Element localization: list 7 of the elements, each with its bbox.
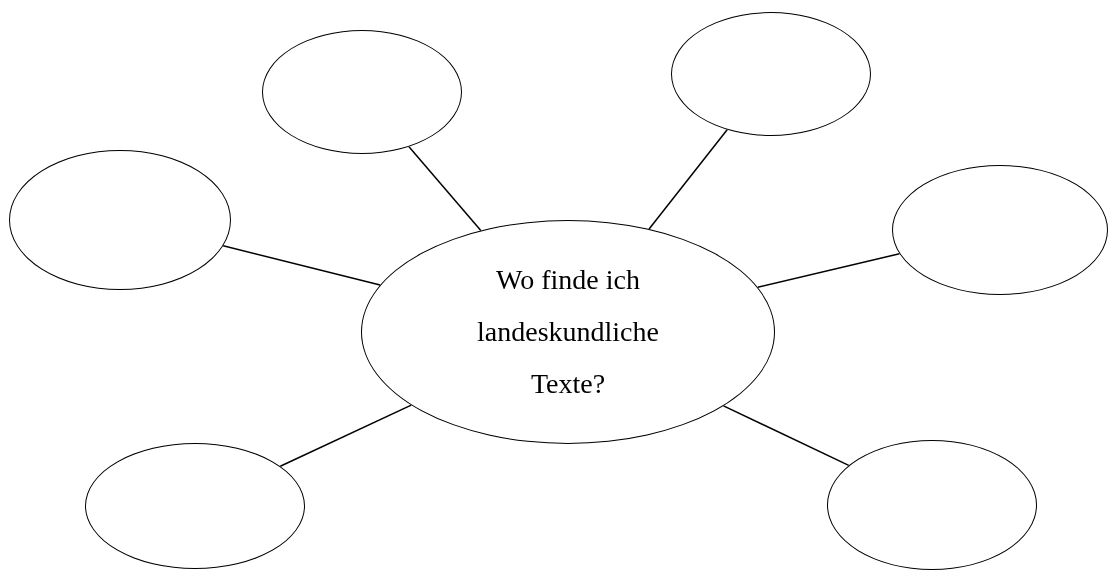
connector-line <box>756 253 901 288</box>
connector-line <box>222 245 381 286</box>
connector-line <box>722 405 850 467</box>
topic-text: Wo finde ich landeskundliche Texte? <box>476 263 660 401</box>
connector-line <box>648 128 728 230</box>
connector-line <box>279 404 412 467</box>
connector-line <box>408 146 482 232</box>
